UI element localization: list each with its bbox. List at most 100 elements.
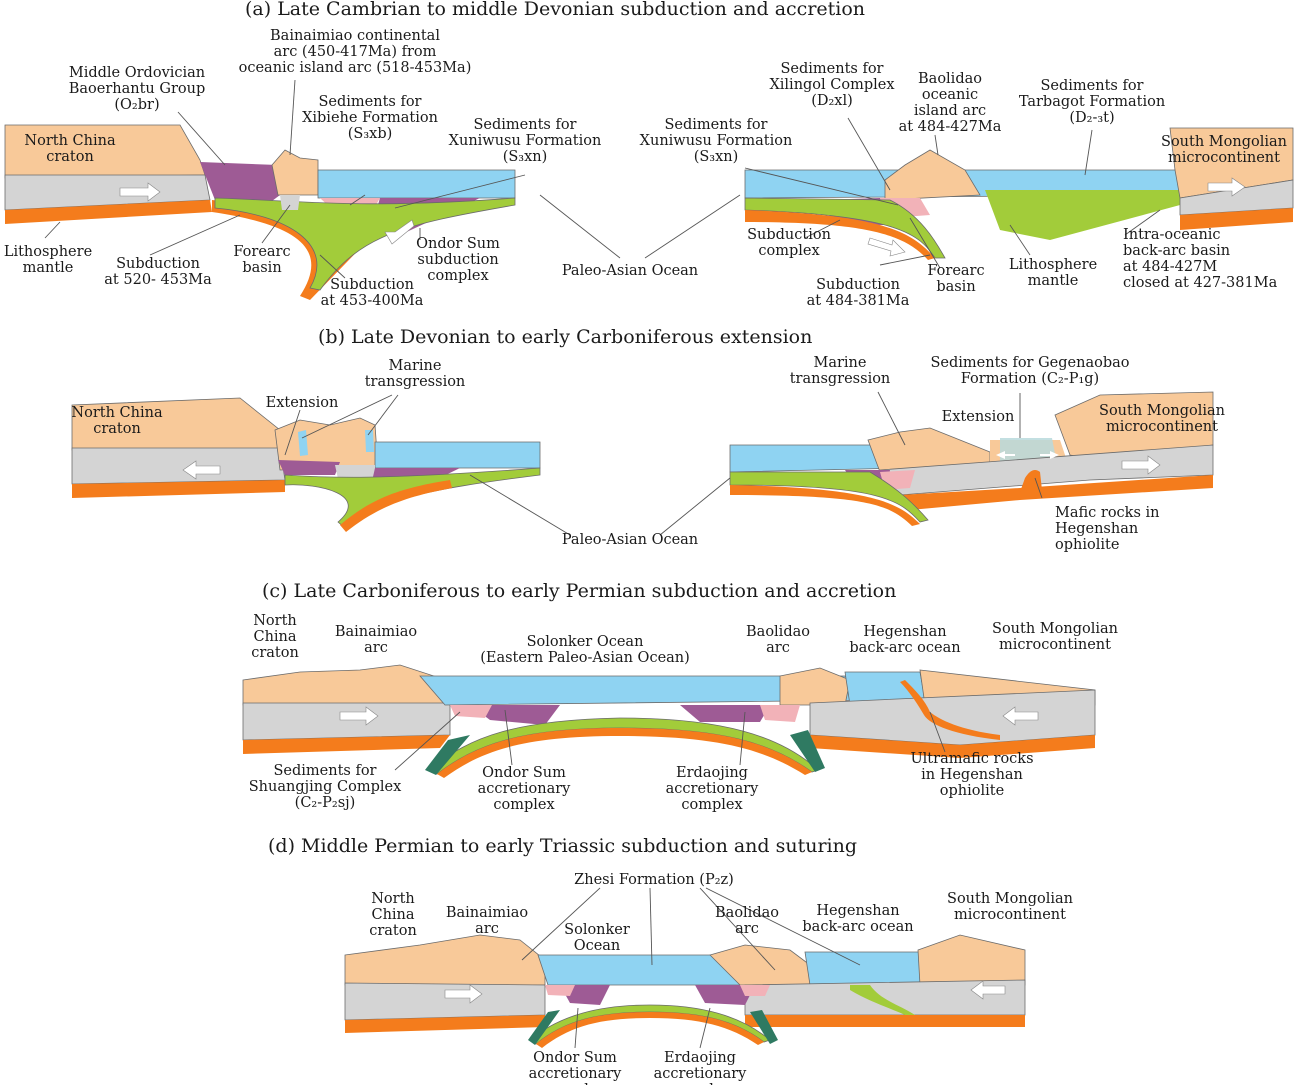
ophiolite-intrusion (900, 680, 1000, 740)
subduction-arrow-icon (119, 182, 161, 202)
extension-arrow-icon (182, 460, 221, 480)
slab-arrow-icon (867, 237, 906, 257)
panel-c-title: (c) Late Carboniferous to early Permian … (262, 580, 896, 602)
label-b-pao: Paleo-Asian Ocean (562, 532, 698, 548)
label-b-ext-l: Extension (266, 395, 339, 411)
panel-b-left-section (71, 397, 541, 532)
mantle-layer (72, 480, 285, 498)
slab-crust (529, 1004, 771, 1045)
ocean-plate (374, 441, 541, 469)
backarc-crust (985, 190, 1180, 240)
forearc-lithosphere (280, 195, 300, 210)
sediment-wedge (450, 705, 492, 718)
continent-crust (917, 934, 1026, 986)
transgression-sea (365, 430, 374, 452)
ocean-plate (317, 169, 516, 199)
extension-arrow-icon (1121, 455, 1161, 475)
panel-b-right-section (729, 391, 1214, 526)
sediment-wedge (760, 705, 800, 722)
subduction-arrow-icon (1002, 706, 1039, 726)
mantle-layer (243, 735, 450, 754)
label-c-solo: Solonker Ocean(Eastern Paleo-Asian Ocean… (480, 634, 690, 666)
mantle-layer (5, 200, 212, 224)
subduction-arrow-icon (1207, 177, 1246, 197)
slab-crust (729, 471, 929, 523)
accreted-oceanic-crust (528, 1010, 560, 1045)
suture-strip (850, 985, 915, 1015)
backarc-ocean (804, 951, 926, 986)
panel-d-title: (d) Middle Permian to early Triassic sub… (268, 835, 857, 857)
accreted-oceanic-crust (425, 735, 470, 775)
accreted-oceanic-crust (790, 730, 825, 772)
label-a-pao: Paleo-Asian Ocean (562, 263, 698, 279)
panel-a-right-section (744, 127, 1294, 260)
label-d-zhesi: Zhesi Formation (P₂z) (574, 872, 734, 888)
mafic-intrusion (1020, 470, 1042, 492)
panel-d-section (344, 934, 1026, 1048)
continent-crust (242, 664, 446, 706)
mantle-layer (345, 1015, 545, 1033)
panel-c-section (242, 664, 1096, 778)
lithosphere-layer (71, 447, 286, 485)
mantle-layer (900, 475, 1213, 510)
leader-lines (44, 79, 1161, 1049)
slab-mantle (340, 480, 452, 532)
panel-a-title: (a) Late Cambrian to middle Devonian sub… (245, 0, 865, 20)
slab-mantle (730, 485, 920, 526)
accretion-wedge (470, 705, 560, 725)
divergence-arrow-icon (996, 451, 1015, 459)
arc-crust (271, 149, 319, 196)
slab-arrow-icon (384, 219, 415, 245)
label-b-ext-r: Extension (942, 409, 1015, 425)
mantle-layer (1180, 208, 1293, 230)
subduction-arrow-icon (444, 984, 483, 1004)
slab-crust (284, 467, 541, 529)
slab-mantle (437, 728, 812, 778)
arc-crust (779, 667, 851, 706)
continent-crust (344, 934, 546, 986)
slab-mantle (745, 210, 935, 260)
rift-root (278, 460, 340, 475)
mantle-layer (745, 1015, 1025, 1027)
accreted-oceanic-crust (750, 1010, 778, 1044)
lithosphere-layer (242, 702, 451, 741)
sediment-wedge (740, 985, 770, 996)
